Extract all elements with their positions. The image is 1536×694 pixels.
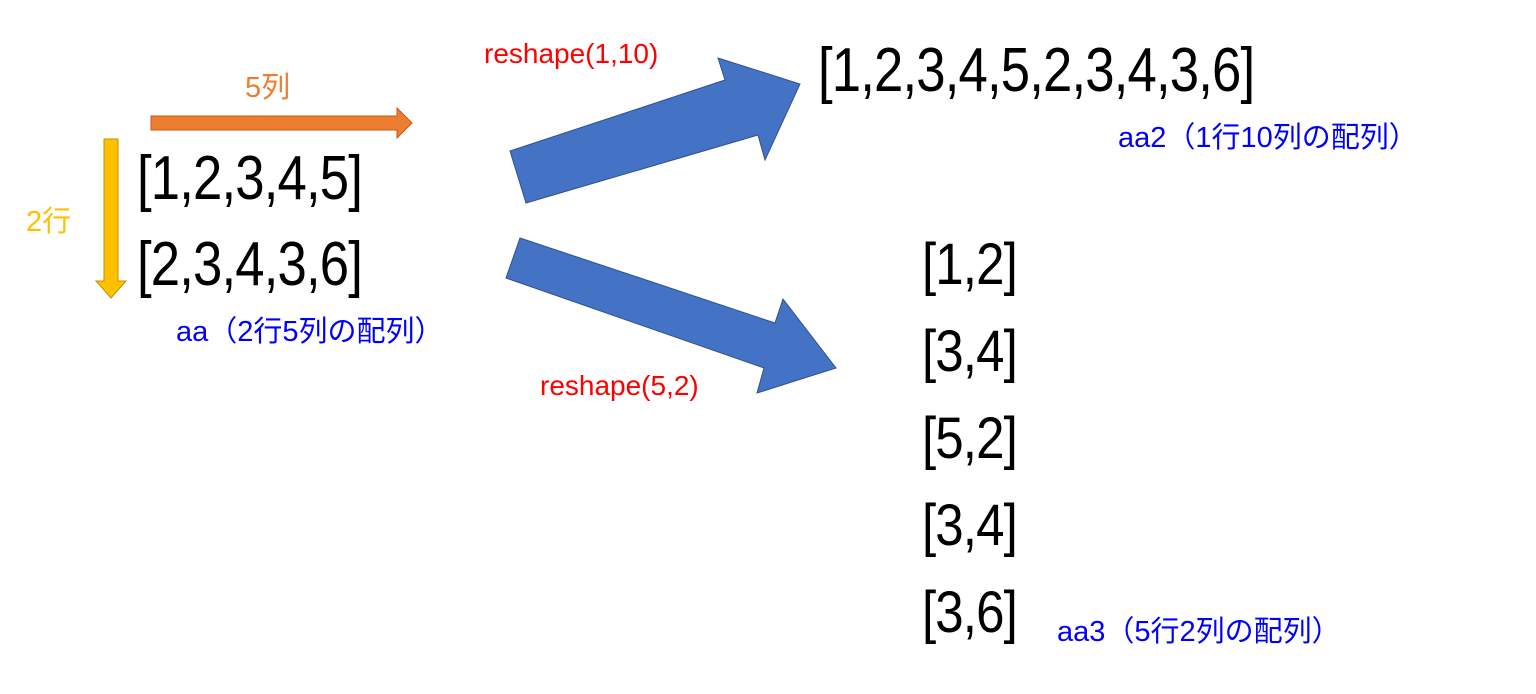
rows-arrow-icon [94,138,128,299]
aa3-row-1: [1,2] [922,232,1018,297]
columns-label: 5列 [245,72,291,104]
aa3-row-4: [3,4] [922,493,1018,558]
reshape-5-2-arrow-icon [505,237,837,394]
aa3-caption: aa3（5行2列の配列） [1057,616,1341,648]
aa2-caption: aa2（1行10列の配列） [1118,122,1418,154]
rows-label: 2行 [26,206,72,238]
source-row-1: [1,2,3,4,5] [137,144,363,213]
reshape-5-2-label: reshape(5,2) [540,370,699,401]
aa3-row-2: [3,4] [922,319,1018,384]
source-caption: aa（2行5列の配列） [176,316,444,348]
aa2-array: [1,2,3,4,5,2,3,4,3,6] [818,36,1255,105]
aa3-row-3: [5,2] [922,406,1018,471]
reshape-1-10-label: reshape(1,10) [484,38,659,69]
aa3-row-5: [3,6] [922,580,1018,645]
source-row-2: [2,3,4,3,6] [137,230,363,299]
columns-arrow-icon [150,106,413,140]
reshape-1-10-arrow-icon [509,57,801,204]
